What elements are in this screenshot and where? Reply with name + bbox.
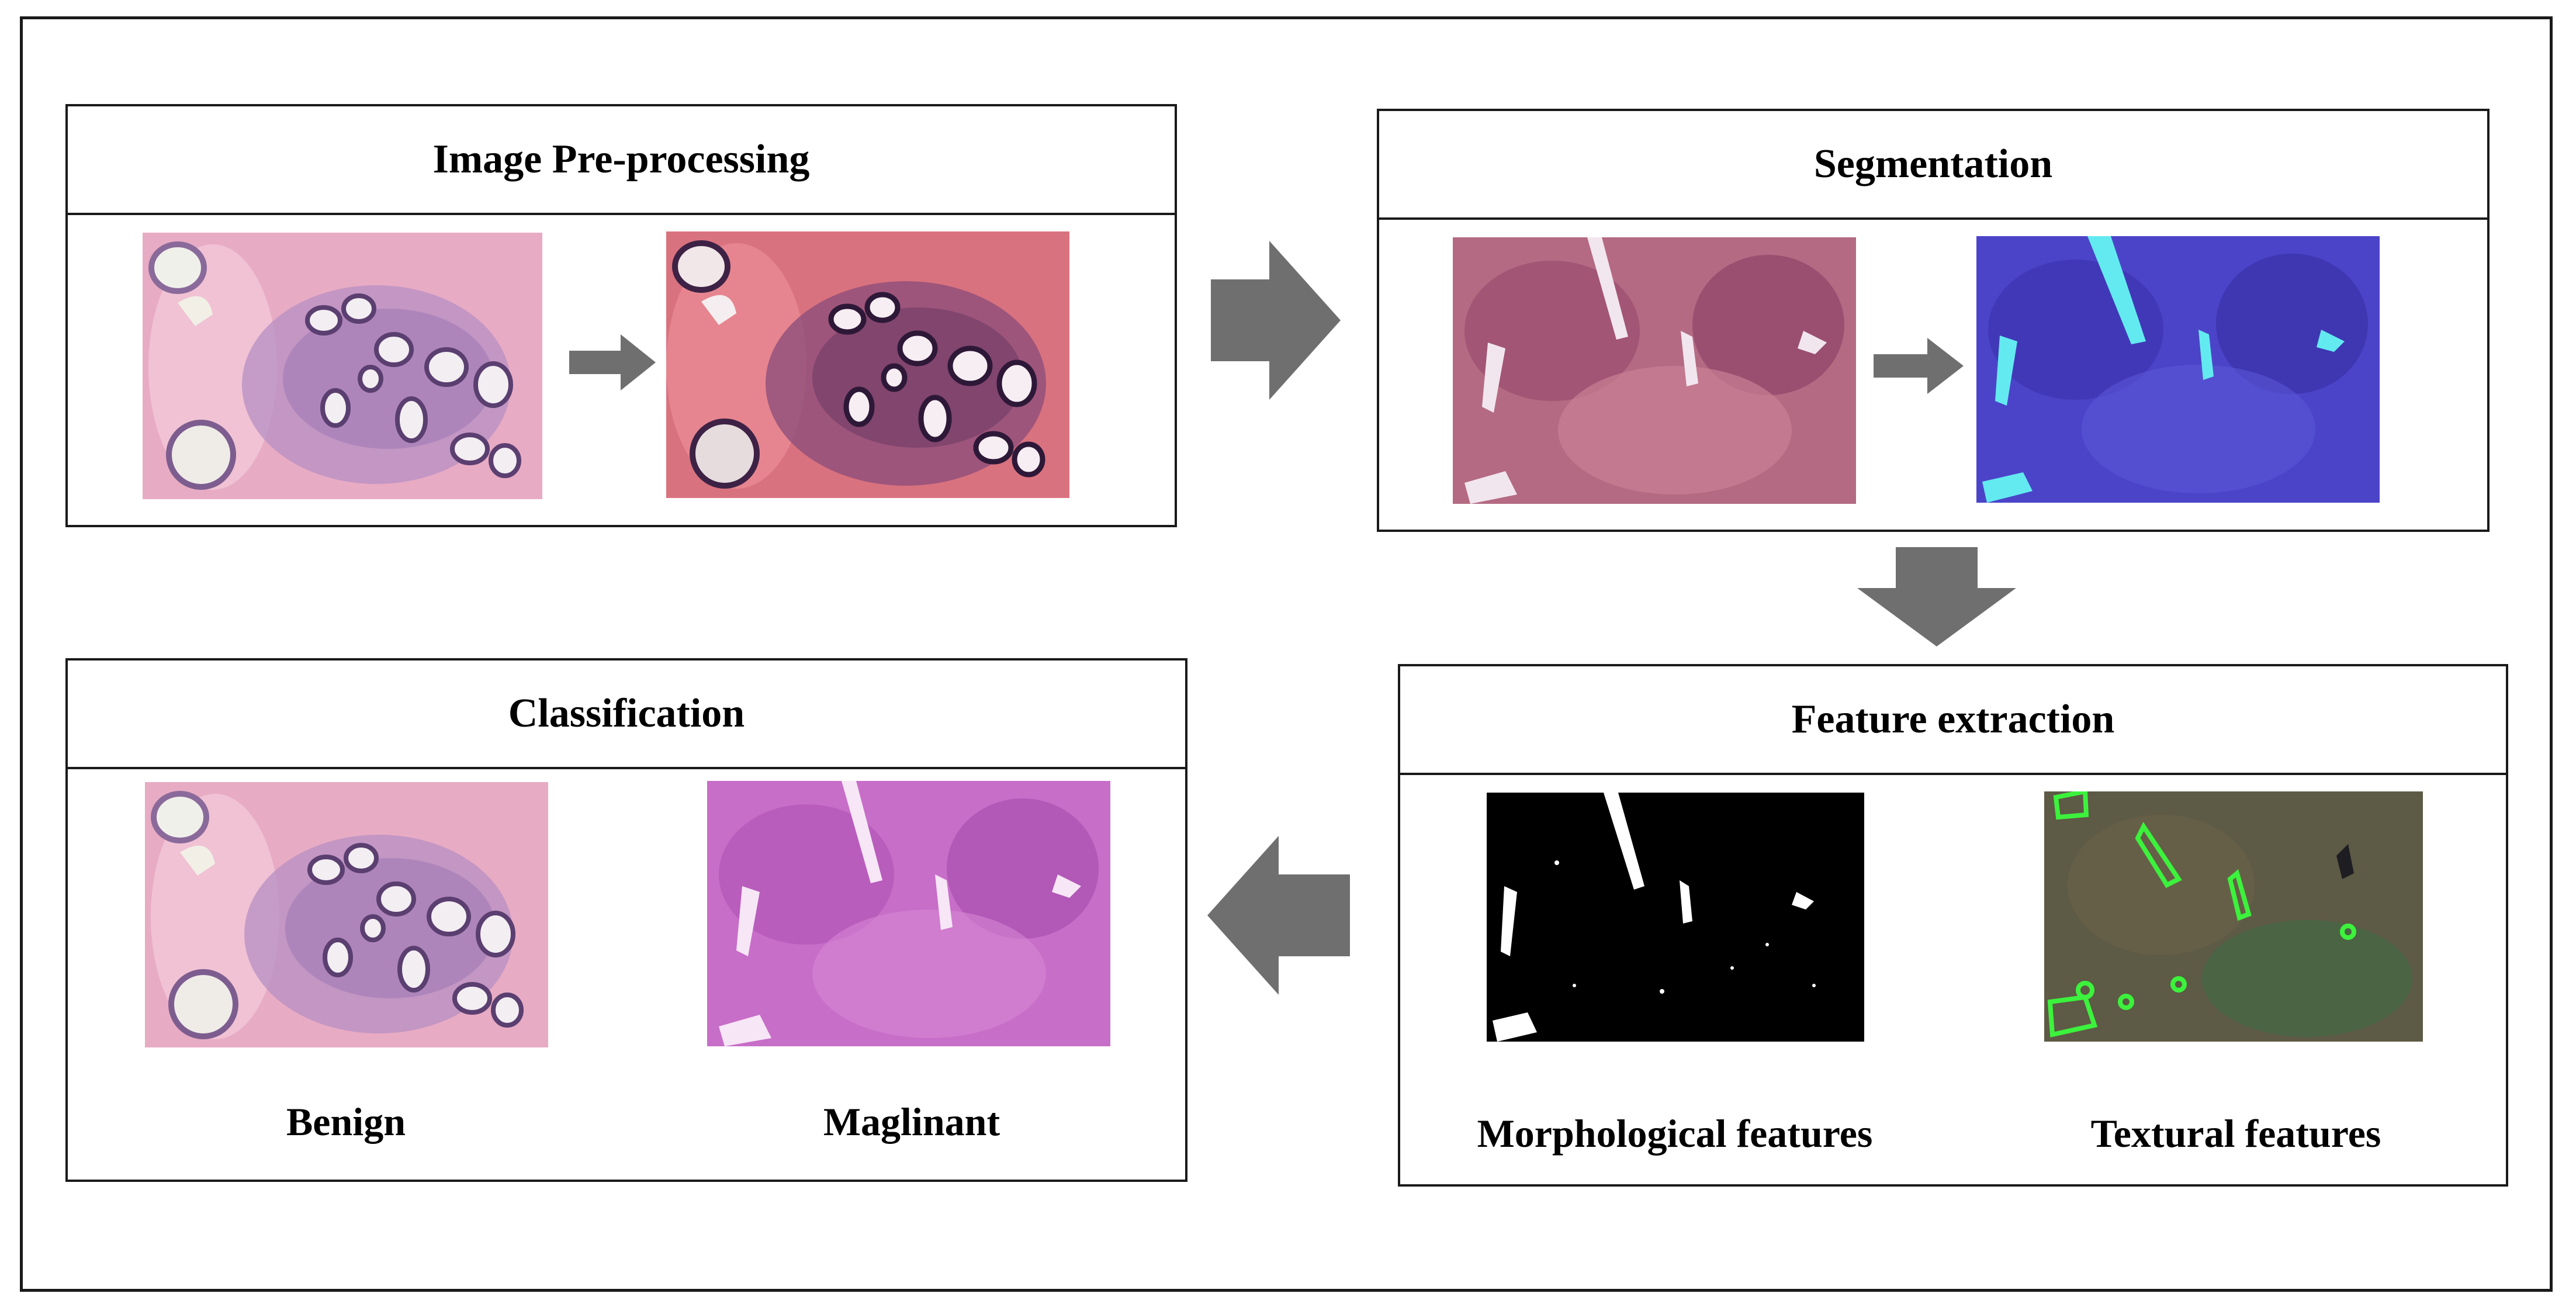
panel-title: Classification <box>68 661 1185 769</box>
caption-morphological-features: Morphological features <box>1477 1111 1873 1156</box>
panel-segmentation: Segmentation <box>1377 109 2490 532</box>
histology-image-benign <box>145 782 548 1047</box>
caption-benign: Benign <box>286 1099 406 1144</box>
arrow-left-icon <box>1207 836 1350 995</box>
arrow-right-icon <box>569 334 656 390</box>
histology-image-original <box>143 233 542 499</box>
caption-textural-features: Textural features <box>2090 1111 2381 1156</box>
histology-image-enhanced <box>666 231 1069 498</box>
caption-malignant: Maglinant <box>823 1099 1000 1144</box>
panel-image-preprocessing: Image Pre-processing <box>65 104 1177 527</box>
arrow-right-icon <box>1874 338 1964 394</box>
arrow-down-icon <box>1857 547 2016 646</box>
panel-title: Image Pre-processing <box>68 106 1175 215</box>
histology-image-malignant <box>707 781 1110 1046</box>
textural-features-image <box>2044 791 2423 1042</box>
arrow-right-icon <box>1211 241 1341 400</box>
panel-classification: Classification <box>65 658 1187 1182</box>
morphological-features-image <box>1487 793 1864 1042</box>
panel-feature-extraction: Feature extraction <box>1398 664 2508 1187</box>
histology-image-segmentation-input <box>1453 237 1856 504</box>
panel-title: Feature extraction <box>1400 666 2506 775</box>
histology-image-segmented <box>1976 236 2380 503</box>
panel-title: Segmentation <box>1379 111 2487 220</box>
